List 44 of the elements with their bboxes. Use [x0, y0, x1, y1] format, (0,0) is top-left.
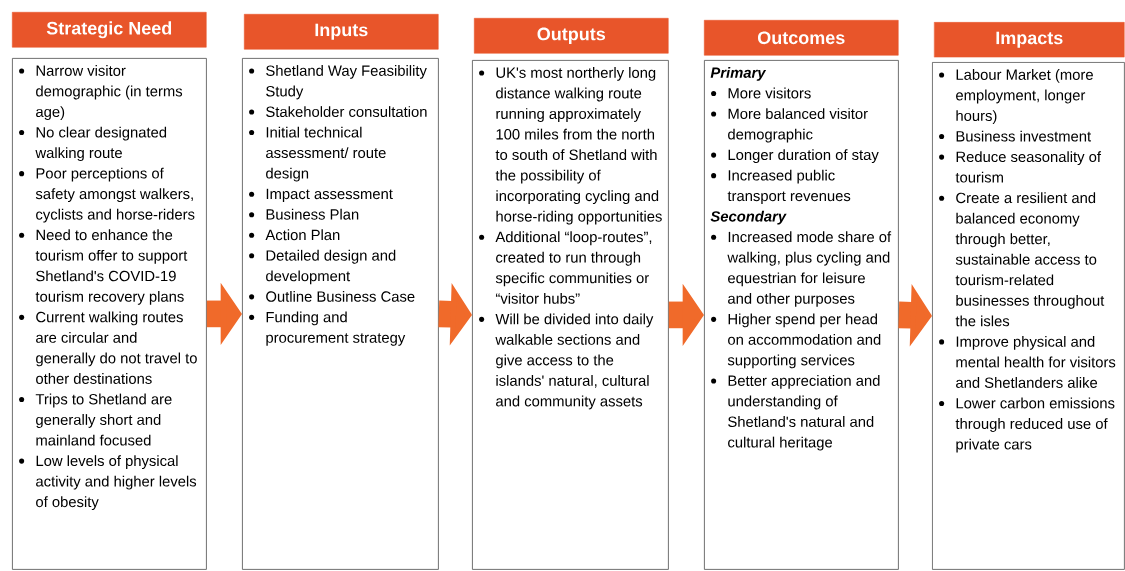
list-item: Outline Business Case	[249, 290, 415, 302]
list-item: Impact assessment	[249, 188, 393, 203]
list-item: Business investment	[939, 130, 1091, 142]
list-box	[472, 60, 669, 570]
list-item: Stakeholder consultation	[249, 106, 427, 117]
list-item: Labour Market (more employment, longer hours)	[939, 69, 1093, 124]
list-item: Business Plan	[249, 208, 359, 220]
list-item: Reduce seasonality of tourism	[939, 151, 1102, 183]
list-item: Improve physical and mental health for visitors and Shetlanders alike	[939, 336, 1116, 388]
list-item: Better appreciation and understanding of Shetland's natural and cultural heritage	[711, 375, 880, 451]
header-box: Impacts	[934, 22, 1125, 58]
list-item: Increased public transport revenues	[711, 169, 851, 205]
list-item: Increased mode share of walking, plus cycling and equestrian for leisure and other purposes	[711, 231, 892, 307]
list-box	[242, 58, 439, 570]
list-item: Current walking routes are circular and generally do not travel to other destinations	[19, 311, 197, 384]
list-item: No clear designated walking route	[19, 126, 167, 161]
header-box: Outputs	[474, 18, 669, 54]
subheading: Secondary	[710, 210, 787, 225]
list-item: Higher spend per head on accommodation and supporting services	[711, 313, 881, 369]
list-item: Lower carbon emissions through reduced use of private cars	[939, 397, 1115, 453]
list-item: Need to enhance the tourism offer to support Shetland's COVID-19 tourism recovery plans	[19, 229, 188, 305]
list-item: Funding and procurement strategy	[249, 311, 406, 346]
header-box: Outcomes	[704, 20, 899, 56]
list-box	[932, 62, 1125, 570]
list-item: Poor perceptions of safety amongst walkers, cyclists and horse-riders	[19, 167, 195, 223]
list-item: Longer duration of stay	[711, 149, 879, 163]
list-item: Detailed design and development	[249, 249, 396, 285]
subheading: Primary	[710, 67, 767, 81]
list-item: UK's most northerly long distance walking route running approximately 100 miles from the north to south of Shetland with the possibility of incorporating cycling and horse-riding opportunities	[479, 67, 662, 225]
header-box: Strategic Need	[12, 12, 207, 48]
list-item: Trips to Shetland are generally short and mainland focused	[19, 393, 172, 446]
list-item: More balanced visitor demographic	[711, 108, 868, 143]
list-item: More visitors	[711, 87, 811, 99]
list-item: Shetland Way Feasibility Study	[249, 65, 427, 100]
header-box: Inputs	[244, 14, 439, 50]
list-box	[704, 60, 899, 570]
list-item: Initial technical assessment/ route design	[249, 126, 386, 182]
list-item: Action Plan	[249, 229, 340, 241]
list-item: Will be divided into daily walkable sections and give access to the islands' natural, cultural and community assets	[479, 313, 654, 410]
list-box	[12, 58, 207, 570]
list-item: Low levels of physical activity and higher levels of obesity	[19, 455, 197, 511]
list-item: Additional “loop-routes”, created to run through specific communities or “visitor hubs”	[479, 231, 652, 304]
list-item: Narrow visitor demographic (in terms age)	[19, 65, 183, 120]
list-item: Create a resilient and balanced economy through better, sustainable access to tourism-related businesses throughout the isles	[939, 192, 1105, 327]
